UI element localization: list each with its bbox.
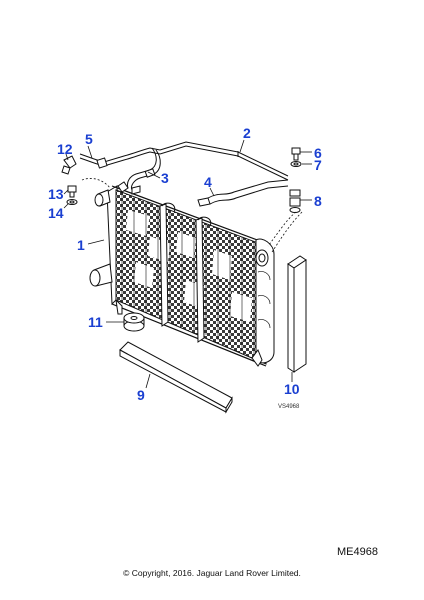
hose-4 <box>197 179 289 207</box>
radiator-core <box>115 189 267 365</box>
callout-2: 2 <box>243 125 251 141</box>
clip-12 <box>61 155 77 175</box>
callout-5: 5 <box>85 131 93 147</box>
callout-11: 11 <box>88 314 103 330</box>
foam-strip-10 <box>287 255 307 373</box>
callouts: 1 2 3 4 5 6 7 8 9 10 11 12 13 14 <box>48 125 322 403</box>
callout-1: 1 <box>77 237 85 253</box>
callout-8: 8 <box>314 193 322 209</box>
callout-12: 12 <box>57 141 73 157</box>
callout-6: 6 <box>314 145 322 161</box>
plug-13 <box>67 185 77 198</box>
radiator-fins <box>121 192 255 355</box>
callout-9: 9 <box>137 387 145 403</box>
bolt-6 <box>291 147 301 161</box>
hose-2 <box>159 141 289 181</box>
callout-13: 13 <box>48 186 64 202</box>
callout-7: 7 <box>314 157 322 173</box>
hose-5 <box>79 147 161 191</box>
callout-4: 4 <box>204 174 212 190</box>
radiator-strap <box>195 217 205 343</box>
washer-14 <box>66 199 78 205</box>
pad-11 <box>123 312 145 332</box>
callout-14: 14 <box>48 205 64 221</box>
washer-7 <box>290 161 302 167</box>
leader-lines <box>63 139 312 389</box>
radiator <box>89 181 275 367</box>
foam-strip-9 <box>119 341 233 414</box>
radiator-strap <box>159 203 169 327</box>
callout-3: 3 <box>161 170 169 186</box>
mount-8 <box>289 189 301 213</box>
callout-10: 10 <box>284 381 300 397</box>
copyright-notice: © Copyright, 2016. Jaguar Land Rover Lim… <box>123 568 301 578</box>
diagram-code: ME4968 <box>337 546 378 558</box>
reference-mark: VS4968 <box>278 404 300 410</box>
